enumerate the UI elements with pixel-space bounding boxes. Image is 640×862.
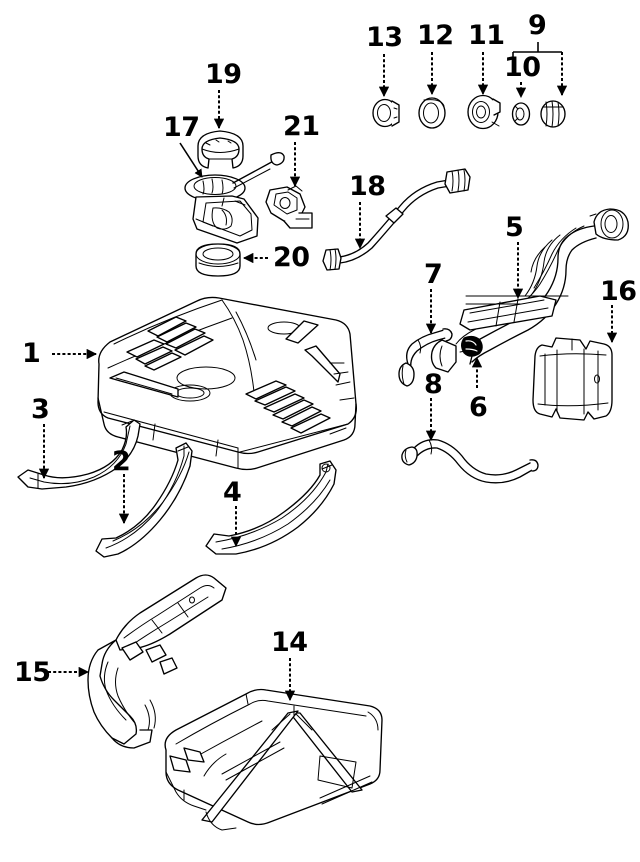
part-fuel-pump-assembly-17 <box>184 152 285 244</box>
callout-number-13: 13 <box>366 22 403 53</box>
callout-number-17: 17 <box>163 112 200 143</box>
part-fuel-feed-line-18 <box>322 168 471 271</box>
part-heat-shield-bracket-15 <box>87 574 227 749</box>
callout-number-21: 21 <box>283 111 320 142</box>
callout-number-4: 4 <box>223 477 242 508</box>
callout-number-12: 12 <box>417 20 454 51</box>
callout-number-11: 11 <box>468 20 505 51</box>
part-tank-strap-left-3 <box>17 419 141 490</box>
leader-17 <box>179 142 203 178</box>
part-seal-ring-large-11 <box>467 94 501 130</box>
part-fuel-pump-seal-20 <box>195 243 241 277</box>
part-fuel-filler-neck-5 <box>430 208 629 373</box>
part-filler-hose-upper-7 <box>398 328 453 387</box>
callout-number-9: 9 <box>528 10 547 41</box>
callout-number-14: 14 <box>271 627 308 658</box>
part-o-ring-12 <box>418 97 446 129</box>
part-filler-neck-clamp-6 <box>461 335 483 365</box>
part-grommet-ring-13 <box>372 98 400 128</box>
part-fuel-tank-1 <box>97 296 357 471</box>
callout-number-2: 2 <box>112 446 131 477</box>
callout-number-20: 20 <box>273 242 310 273</box>
callout-number-16: 16 <box>600 276 637 307</box>
callout-number-7: 7 <box>424 259 443 290</box>
callout-number-10: 10 <box>504 52 541 83</box>
part-grommet-pair-9 <box>540 100 566 128</box>
part-vent-hose-lower-8 <box>401 439 539 484</box>
callout-number-8: 8 <box>424 369 443 400</box>
callout-number-19: 19 <box>205 59 242 90</box>
part-fuel-level-sender-21 <box>265 185 313 229</box>
part-fuel-tank-shield-lower-14 <box>164 688 383 831</box>
leader-9 <box>512 42 568 97</box>
callout-number-15: 15 <box>14 657 51 688</box>
part-grommet-small-10 <box>511 102 531 126</box>
callout-number-6: 6 <box>469 392 488 423</box>
callout-number-3: 3 <box>31 394 50 425</box>
part-filler-neck-shield-16 <box>532 337 613 421</box>
callout-number-5: 5 <box>505 212 524 243</box>
part-lock-ring-19 <box>197 130 244 169</box>
callout-number-1: 1 <box>22 338 41 369</box>
callout-number-18: 18 <box>349 171 386 202</box>
part-tank-strap-center-2 <box>95 442 193 558</box>
